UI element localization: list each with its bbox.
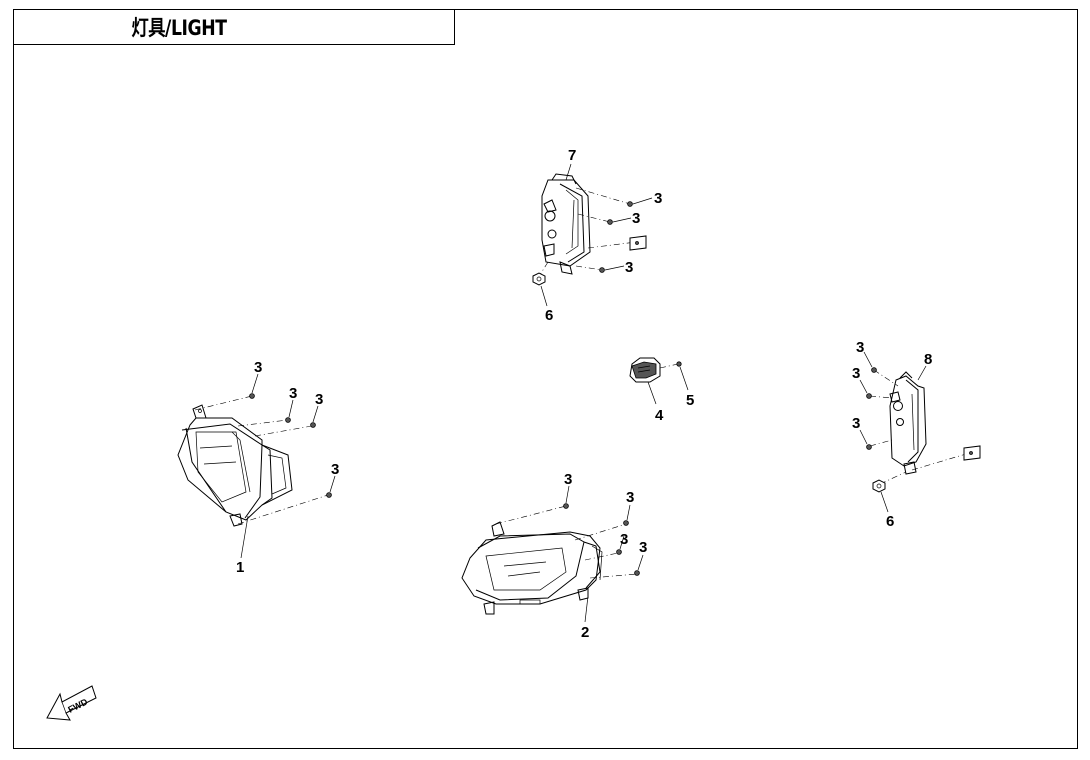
callout-leader [880, 491, 889, 513]
callout-leader [863, 351, 873, 368]
callout-8: 8 [924, 351, 932, 368]
small-lamp [629, 357, 661, 383]
leader-line [659, 363, 679, 369]
fwd-arrow-icon: FWD [46, 685, 97, 721]
callout-3: 3 [639, 539, 647, 556]
title-box: 灯具/LIGHT [13, 9, 455, 45]
leader-line [254, 425, 313, 437]
leader-line [589, 573, 638, 579]
callout-3: 3 [620, 531, 628, 548]
leader-line [495, 505, 567, 525]
callout-leader [240, 515, 249, 559]
leader-line [237, 419, 289, 427]
callout-3: 3 [856, 339, 864, 356]
bracket-plate [629, 235, 647, 251]
nut-icon [872, 479, 886, 493]
headlight-left [177, 404, 293, 527]
screw-icon [676, 361, 682, 367]
leader-line [574, 523, 627, 541]
leader-line [575, 265, 603, 271]
nut-icon [532, 272, 546, 286]
tail-light-top [541, 173, 591, 275]
headlight-center [461, 521, 603, 615]
callout-labels: 1 2 4 5 6 6 7 8 3 3 3 3 3 3 3 3 3 3 3 3 … [236, 147, 932, 641]
screw-icon [866, 367, 877, 450]
callout-leader [859, 379, 868, 394]
leader-line [237, 494, 329, 525]
callout-4: 4 [655, 407, 664, 424]
callout-2: 2 [581, 624, 589, 641]
callout-leader [679, 366, 689, 391]
callout-leader [329, 475, 336, 493]
callout-leader [632, 197, 653, 205]
leader-line [879, 471, 907, 485]
callout-7: 7 [568, 147, 576, 164]
leader-line [575, 187, 631, 205]
callout-leader [565, 485, 570, 504]
leader-line [577, 213, 611, 223]
callout-leader [859, 429, 868, 445]
callout-3: 3 [254, 359, 262, 376]
callout-1: 1 [236, 559, 244, 576]
callout-3: 3 [654, 190, 662, 207]
tail-light-right [889, 371, 927, 475]
callout-leader [626, 504, 631, 521]
callout-3: 3 [331, 461, 339, 478]
callout-3: 3 [626, 489, 634, 506]
leader-line [194, 395, 253, 411]
leader-line [869, 395, 893, 399]
leader-line [911, 453, 967, 471]
callout-leader [565, 163, 572, 181]
callout-5: 5 [686, 392, 694, 409]
leader-line [873, 369, 899, 387]
leader-line [587, 241, 637, 249]
callout-leader [619, 535, 625, 550]
callout-leader [647, 381, 657, 405]
callout-3: 3 [564, 471, 572, 488]
leader-line [869, 439, 893, 447]
callout-leader [604, 265, 625, 271]
screw-icon [599, 201, 633, 273]
leader-line [584, 552, 619, 561]
callout-leader [288, 399, 294, 418]
drawing-frame [13, 9, 1078, 749]
callout-leader [584, 595, 589, 623]
screw-icon [249, 393, 332, 498]
callout-3: 3 [852, 415, 860, 432]
callout-3: 3 [315, 391, 323, 408]
callout-3: 3 [625, 259, 633, 276]
screw-icon [563, 503, 640, 576]
callout-leader [312, 405, 319, 423]
callout-3: 3 [632, 210, 640, 227]
callout-leader [251, 373, 259, 394]
callout-6: 6 [886, 513, 894, 530]
callout-leader [917, 365, 927, 381]
page-title: 灯具/LIGHT [131, 16, 227, 40]
callout-6: 6 [545, 307, 553, 324]
callout-3: 3 [852, 365, 860, 382]
callout-leader [637, 554, 644, 571]
bracket-plate [963, 445, 981, 461]
callout-leader [612, 217, 632, 223]
callout-3: 3 [289, 385, 297, 402]
callout-leader [540, 285, 548, 307]
